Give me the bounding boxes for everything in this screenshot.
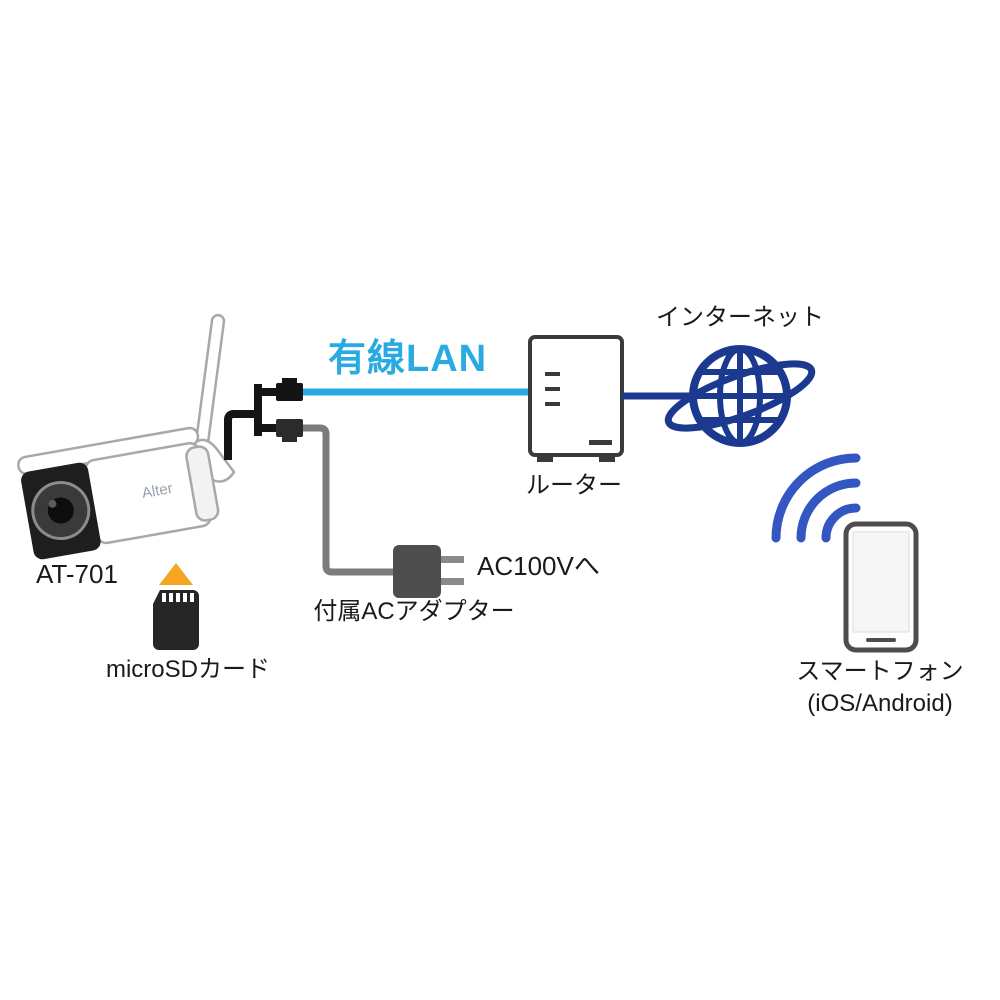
wifi-wave-medium xyxy=(796,478,861,543)
sd-card-group xyxy=(153,563,199,650)
upload-triangle-icon xyxy=(159,563,193,585)
router-label: ルーター xyxy=(526,472,622,499)
camera-rear-cap xyxy=(185,445,220,522)
camera-antenna xyxy=(194,313,226,454)
internet-globe-icon xyxy=(664,345,816,447)
ac-outlet-label: AC100Vへ xyxy=(477,551,600,581)
router-leds xyxy=(545,372,560,406)
camera-cable xyxy=(224,384,281,460)
sd-card-label: microSDカード xyxy=(105,656,270,683)
ac-adapter-icon xyxy=(393,545,464,598)
internet-label: インターネット xyxy=(656,304,824,331)
router-body xyxy=(528,335,624,457)
smartphone-sublabel: (iOS/Android) xyxy=(807,690,953,717)
smartphone-icon xyxy=(843,521,919,653)
microsd-card-icon xyxy=(153,590,199,650)
ac-adapter-body xyxy=(393,545,441,598)
router-foot-right xyxy=(599,455,615,462)
router-port-dash xyxy=(589,440,612,445)
smartphone-label: スマートフォン xyxy=(796,658,964,685)
ac-adapter-label: 付属ACアダプター xyxy=(313,598,515,625)
security-camera-icon: Alter xyxy=(17,313,236,560)
ac-adapter-prong-bottom xyxy=(441,578,464,585)
camera-brand-label: Alter xyxy=(141,480,174,502)
camera-lens-glint xyxy=(48,499,57,508)
sd-card-pins xyxy=(162,593,194,602)
wired-lan-label: 有線LAN xyxy=(328,338,488,380)
wifi-waves-icon xyxy=(771,453,861,543)
wifi-wave-large xyxy=(771,453,861,543)
phone-screen xyxy=(852,531,910,633)
lan-connector xyxy=(276,378,303,401)
wifi-wave-small xyxy=(821,503,861,543)
power-cable xyxy=(303,424,394,576)
router-icon xyxy=(528,335,624,462)
ac-adapter-prong-top xyxy=(441,556,464,563)
camera-model-label: AT-701 xyxy=(36,559,118,589)
globe-orbit-ring xyxy=(664,360,816,432)
router-foot-left xyxy=(537,455,553,462)
power-connector xyxy=(276,419,303,442)
